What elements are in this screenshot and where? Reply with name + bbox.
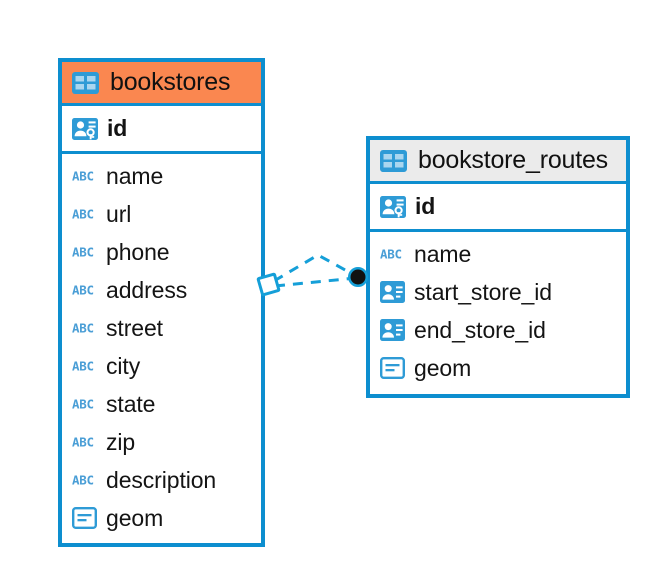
text-field-icon: ABC — [72, 207, 97, 221]
entity-title-bookstore-routes: bookstore_routes — [418, 146, 608, 174]
fields-block-bookstore-routes: ABC name start_store_id — [370, 232, 626, 387]
field-label-start-store-id: start_store_id — [414, 278, 552, 305]
field-label-name: name — [414, 240, 472, 267]
table-icon — [72, 71, 99, 94]
text-field-icon: ABC — [72, 169, 97, 183]
geometry-field-icon — [72, 507, 97, 529]
svg-text:ABC: ABC — [72, 473, 94, 487]
svg-text:ABC: ABC — [72, 397, 94, 411]
field-label-id: id — [107, 115, 128, 141]
field-row-state[interactable]: ABC state — [62, 385, 261, 423]
relationship-line-lower — [274, 276, 357, 288]
foreign-key-icon — [380, 319, 405, 341]
field-row-url[interactable]: ABC url — [62, 195, 261, 233]
field-label-geom: geom — [106, 504, 164, 531]
field-label-name: name — [106, 162, 164, 189]
field-row-city[interactable]: ABC city — [62, 347, 261, 385]
entity-header-bookstores[interactable]: bookstores — [62, 62, 261, 106]
field-label-city: city — [106, 352, 141, 379]
text-field-icon: ABC — [380, 247, 405, 261]
svg-text:ABC: ABC — [72, 207, 94, 221]
relationship-line-upper — [273, 253, 357, 283]
field-row-zip[interactable]: ABC zip — [62, 423, 261, 461]
relationship-marker-circle — [348, 267, 368, 287]
text-field-icon: ABC — [72, 283, 97, 297]
field-row-id[interactable]: id — [370, 184, 626, 229]
field-label-url: url — [106, 200, 132, 227]
field-row-address[interactable]: ABC address — [62, 271, 261, 309]
svg-text:ABC: ABC — [380, 247, 402, 261]
svg-text:ABC: ABC — [72, 169, 94, 183]
svg-text:ABC: ABC — [72, 283, 94, 297]
entity-title-bookstores: bookstores — [110, 68, 231, 96]
field-label-street: street — [106, 314, 163, 341]
primary-key-icon — [72, 117, 98, 141]
svg-text:ABC: ABC — [72, 245, 94, 259]
field-row-geom[interactable]: geom — [370, 349, 626, 387]
field-row-street[interactable]: ABC street — [62, 309, 261, 347]
relationship-connector-bookstores-bookstore-routes[interactable] — [255, 243, 375, 305]
primary-key-icon — [380, 195, 406, 219]
field-label-geom: geom — [414, 354, 472, 381]
field-row-end-store-id[interactable]: end_store_id — [370, 311, 626, 349]
field-row-geom[interactable]: geom — [62, 499, 261, 537]
fields-block-bookstores: ABC name ABC url ABC p — [62, 154, 261, 537]
field-row-description[interactable]: ABC description — [62, 461, 261, 499]
field-row-name[interactable]: ABC name — [62, 157, 261, 195]
entity-table-bookstores[interactable]: bookstores id — [58, 58, 265, 547]
text-field-icon: ABC — [72, 397, 97, 411]
svg-text:ABC: ABC — [72, 359, 94, 373]
text-field-icon: ABC — [72, 473, 97, 487]
field-label-end-store-id: end_store_id — [414, 316, 546, 343]
primary-key-block-bookstores: id — [62, 106, 261, 154]
field-label-zip: zip — [106, 428, 136, 455]
field-label-description: description — [106, 466, 217, 493]
text-field-icon: ABC — [72, 245, 97, 259]
entity-header-bookstore-routes[interactable]: bookstore_routes — [370, 140, 626, 184]
svg-text:ABC: ABC — [72, 321, 94, 335]
field-label-phone: phone — [106, 238, 170, 265]
geometry-field-icon — [380, 357, 405, 379]
field-row-start-store-id[interactable]: start_store_id — [370, 273, 626, 311]
entity-table-bookstore-routes[interactable]: bookstore_routes id — [366, 136, 630, 398]
text-field-icon: ABC — [72, 435, 97, 449]
field-row-name[interactable]: ABC name — [370, 235, 626, 273]
table-icon — [380, 149, 407, 172]
field-row-phone[interactable]: ABC phone — [62, 233, 261, 271]
field-row-id[interactable]: id — [62, 106, 261, 151]
text-field-icon: ABC — [72, 321, 97, 335]
foreign-key-icon — [380, 281, 405, 303]
field-label-state: state — [106, 390, 156, 417]
field-label-id: id — [415, 193, 436, 219]
field-label-address: address — [106, 276, 188, 303]
svg-text:ABC: ABC — [72, 435, 94, 449]
primary-key-block-bookstore-routes: id — [370, 184, 626, 232]
text-field-icon: ABC — [72, 359, 97, 373]
